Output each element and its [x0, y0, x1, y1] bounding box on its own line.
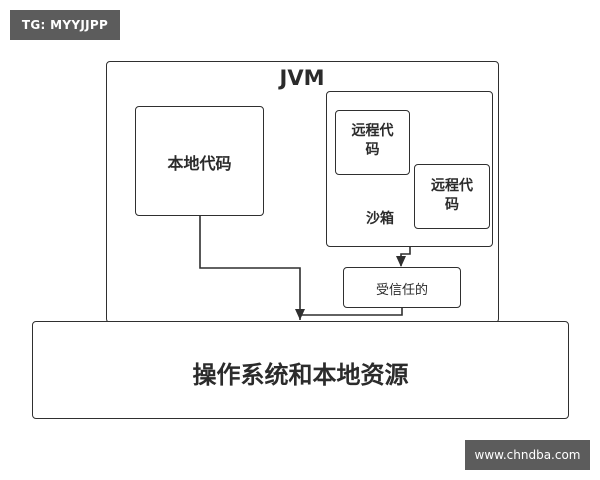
sandbox-label: 沙箱 [366, 211, 394, 227]
remote-code-2-line2: 码 [445, 197, 459, 213]
trusted-label: 受信任的 [375, 283, 428, 298]
remote-code-1-line2: 码 [365, 142, 380, 158]
remote-code-box-2 [414, 164, 490, 229]
arrow-trusted-to-os [300, 308, 403, 316]
native-code-box [135, 106, 264, 216]
trusted-box [343, 267, 461, 308]
os-resources-label: 操作系统和本地资源 [192, 361, 409, 389]
remote-code-2-line1: 远程代 [431, 178, 473, 194]
remote-code-label-1: 远程代 码 [335, 122, 410, 160]
watermark-tg-badge: TG: MYYJJPP [10, 10, 120, 40]
native-code-label: 本地代码 [167, 154, 232, 173]
watermark-site-badge: www.chndba.com [465, 440, 590, 470]
arrow-native-to-os [199, 216, 301, 320]
remote-code-box-1 [335, 110, 410, 175]
os-resources-box [32, 321, 569, 419]
remote-code-1-line1: 远程代 [351, 123, 394, 139]
watermark-site-text: www.chndba.com [474, 448, 581, 462]
remote-code-label-2: 远程代 码 [414, 177, 490, 215]
watermark-tg-text: TG: MYYJJPP [21, 18, 109, 32]
arrowhead-sandbox-to-trusted-icon [396, 256, 406, 267]
jvm-title: JVM [279, 66, 325, 90]
